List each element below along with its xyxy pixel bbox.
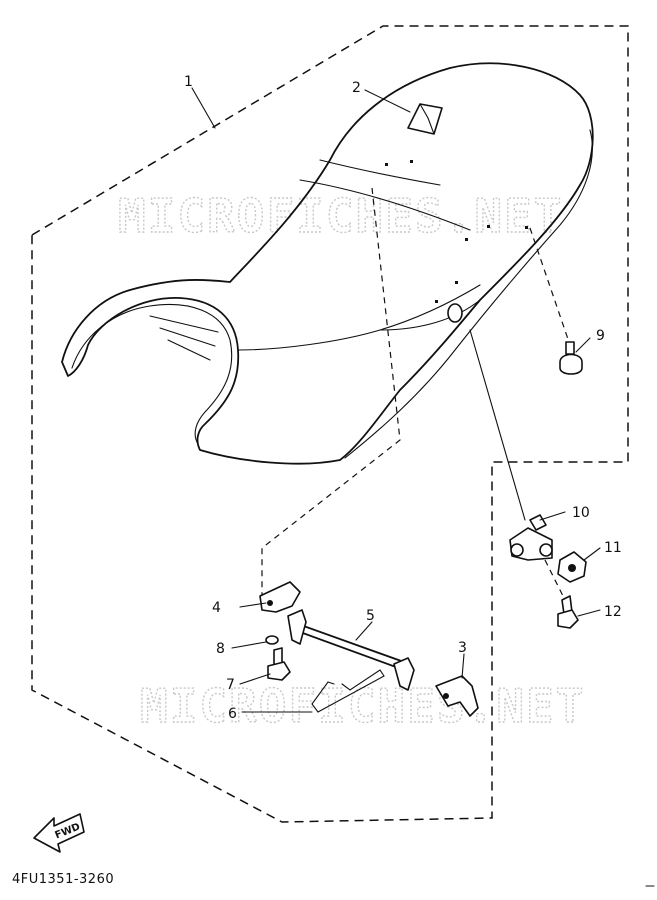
leader-lock-to-bolt12 <box>544 559 566 601</box>
callout-10: 10 <box>572 505 590 521</box>
callout-1: 1 <box>184 74 193 90</box>
callout-8: 8 <box>216 641 225 657</box>
callout-11: 11 <box>604 540 622 556</box>
seat-outline <box>61 62 594 465</box>
forward-arrow-icon: FWD <box>33 813 85 853</box>
seat-lock-part-10 <box>509 514 553 561</box>
callout-4: 4 <box>212 600 221 616</box>
leader-seat-to-lock <box>469 329 526 521</box>
callout-7: 7 <box>226 677 235 693</box>
shaft-part-5 <box>287 609 415 691</box>
callout-2: 2 <box>352 80 361 96</box>
leader-seat-to-bracket <box>261 187 401 600</box>
callout-5: 5 <box>366 608 375 624</box>
callout-6: 6 <box>228 706 237 722</box>
damper-part-9 <box>559 341 583 375</box>
callout-3: 3 <box>458 640 467 656</box>
washer-part-8 <box>265 635 279 645</box>
watermark-top: MICROFICHES.NET <box>118 189 563 243</box>
nut-part-11 <box>557 551 587 583</box>
assembly-boundary-main <box>31 25 629 823</box>
seat-hook-part <box>407 103 443 135</box>
rod-part-6 <box>311 669 385 713</box>
drawing-code: 4FU1351-3260 <box>12 872 115 887</box>
bolt-part-7 <box>267 647 291 681</box>
callout-9: 9 <box>596 328 605 344</box>
latch-plate-part-3 <box>435 675 479 717</box>
callout-leaders <box>191 87 601 713</box>
bolt-part-12 <box>557 595 579 629</box>
leader-seat-to-bolt9 <box>529 227 571 346</box>
callout-12: 12 <box>604 604 622 620</box>
bracket-part-4 <box>259 581 301 613</box>
